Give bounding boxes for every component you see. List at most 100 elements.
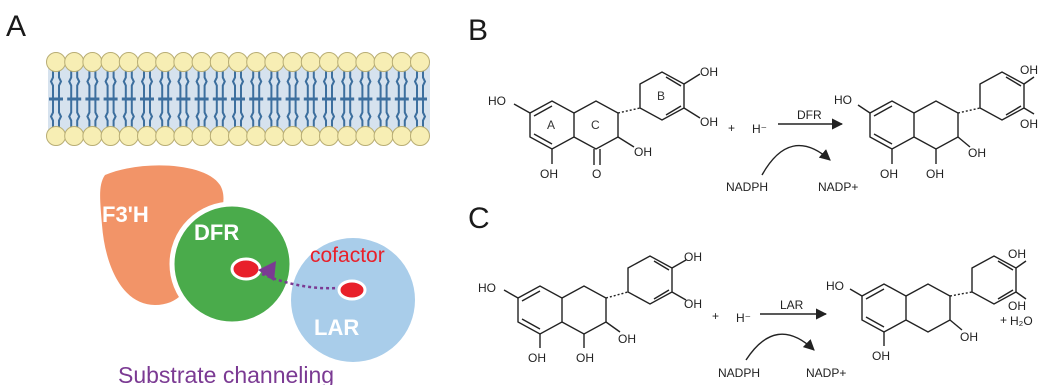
lipid-head — [355, 52, 376, 72]
b-sub-o-keto: O — [592, 167, 601, 181]
lipid-head — [264, 126, 285, 146]
b-ring-b: B — [657, 89, 665, 103]
c-hydride: H⁻ — [736, 311, 751, 325]
b-prod-oh-b1: OH — [1020, 63, 1038, 77]
substrate-channeling-caption: Substrate channeling — [118, 362, 334, 385]
lipid-tail — [403, 64, 408, 99]
b-nadp: NADP+ — [818, 180, 858, 194]
lipid-head — [282, 126, 303, 146]
b-ring-c: C — [591, 118, 600, 132]
lipid-tail — [341, 64, 346, 99]
lipid-tail — [203, 64, 208, 99]
lipid-tail — [185, 99, 190, 134]
lipid-tail — [385, 99, 390, 134]
lipid-head — [209, 126, 230, 146]
lipid-head — [118, 126, 139, 146]
c-prod-oh-5: OH — [872, 349, 890, 363]
b-cofactor-arc — [761, 144, 831, 176]
lipid-tail — [349, 64, 354, 99]
lipid-head — [391, 126, 412, 146]
lipid-head — [64, 52, 85, 72]
lipid-tail — [395, 64, 400, 99]
lipid-tail — [413, 99, 418, 134]
lipid-tail — [395, 99, 400, 134]
lipid-tail — [213, 64, 218, 99]
lipid-tail — [213, 99, 218, 134]
lipid-head — [155, 126, 176, 146]
lipid-tail — [159, 64, 164, 99]
lipid-tail — [268, 99, 273, 134]
lipid-tail — [377, 64, 382, 99]
lipid-tail — [331, 99, 336, 134]
panel-label-c: C — [468, 202, 490, 235]
lipid-head — [228, 126, 248, 146]
lipid-head — [337, 126, 358, 146]
lipid-head — [137, 52, 157, 72]
lipid-head — [282, 52, 303, 72]
lipid-tail — [359, 64, 364, 99]
lipid-head — [246, 126, 267, 146]
b-prod-oh-5: OH — [880, 167, 898, 181]
lipid-tail — [49, 99, 54, 134]
lipid-head — [173, 126, 194, 146]
lipid-tail — [94, 64, 99, 99]
lipid-tail — [304, 99, 309, 134]
lipid-tail — [276, 99, 281, 134]
lipid-tail — [58, 99, 63, 134]
lipid-head — [410, 52, 430, 72]
lipid-head — [319, 126, 339, 146]
b-prod-oh-b2: OH — [1020, 117, 1038, 131]
lipid-tail — [86, 64, 91, 99]
lipid-tail — [322, 99, 327, 134]
lar-active-site — [337, 279, 367, 301]
lar-label: LAR — [314, 315, 359, 340]
lipid-head — [373, 126, 394, 146]
lipid-tail — [104, 64, 109, 99]
lipid-tail — [130, 64, 135, 99]
lipid-head — [191, 126, 212, 146]
lipid-head — [173, 52, 194, 72]
lipid-head — [246, 52, 267, 72]
lipid-tail — [49, 64, 54, 99]
lipid-heads-bottom — [46, 126, 430, 146]
lipid-tail — [149, 64, 154, 99]
f3h-label: F3'H — [102, 202, 149, 227]
lipid-head — [100, 126, 121, 146]
lipid-tail — [258, 99, 263, 134]
lipid-head — [64, 126, 85, 146]
lipid-tail — [140, 64, 145, 99]
lipid-tail — [122, 64, 127, 99]
lipid-tail — [94, 99, 99, 134]
lipid-tail — [367, 64, 372, 99]
lipid-tail — [359, 99, 364, 134]
lipid-tail — [294, 99, 299, 134]
c-plus2: + — [1000, 313, 1007, 327]
lipid-tail — [149, 99, 154, 134]
lipid-tail — [104, 99, 109, 134]
lipid-tails — [48, 64, 430, 134]
lipid-tail — [294, 64, 299, 99]
b-hydride: H⁻ — [752, 122, 767, 136]
lipid-tail — [195, 64, 200, 99]
lipid-tail — [268, 64, 273, 99]
lipid-tail — [286, 99, 291, 134]
lipid-head — [300, 126, 321, 146]
c-nadp: NADP+ — [806, 366, 846, 380]
lipid-head — [155, 52, 176, 72]
lipid-heads-top — [46, 52, 430, 72]
dfr-label: DFR — [194, 220, 239, 245]
lipid-tail — [221, 99, 226, 134]
lipid-tail — [240, 99, 245, 134]
lipid-tail — [385, 64, 390, 99]
panel-label-a: A — [6, 10, 26, 43]
lipid-tail — [68, 64, 73, 99]
lipid-head — [137, 126, 157, 146]
b-enzyme-label: DFR — [797, 108, 822, 122]
lipid-tail — [231, 99, 236, 134]
lipid-tail — [286, 64, 291, 99]
lipid-tail — [112, 64, 117, 99]
c-cofactor-arc — [745, 333, 815, 361]
lipid-head — [228, 52, 248, 72]
lipid-tail — [177, 64, 182, 99]
